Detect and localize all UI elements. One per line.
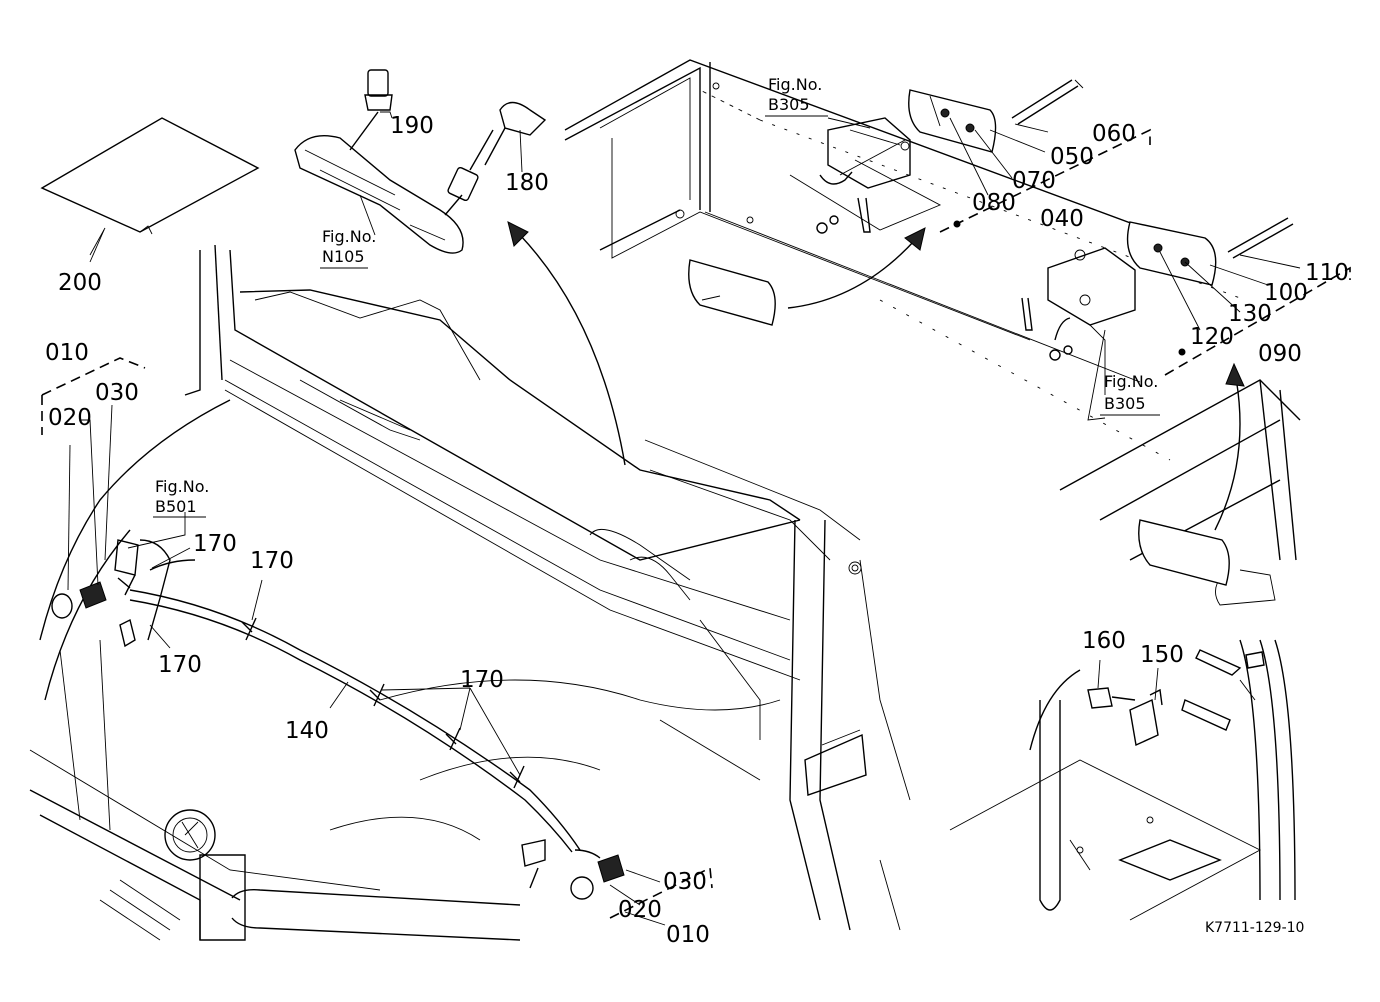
part-label-180: 180	[505, 170, 549, 196]
rear-lamp-right	[1138, 519, 1230, 586]
part-label-020-left: 020	[48, 405, 92, 431]
part-label-160: 160	[1082, 628, 1126, 654]
group-brackets	[41, 128, 1351, 919]
part-label-170-c: 170	[158, 652, 202, 678]
part-number-labels: 190 180 200 010 030 020 170 170 170 170 …	[45, 113, 1349, 948]
figure-ref-b501: Fig.No. B501	[153, 477, 209, 518]
part-label-030-left: 030	[95, 380, 139, 406]
part-label-200: 200	[58, 270, 102, 296]
part-label-010-left: 010	[45, 340, 89, 366]
part-label-170-b: 170	[250, 548, 294, 574]
figure-ref-b305-lower-number: B305	[1104, 394, 1146, 413]
wire-harness-140	[51, 539, 625, 900]
figure-ref-b305-upper-caption: Fig.No.	[768, 75, 822, 94]
part-label-100: 100	[1264, 280, 1308, 306]
part-label-030-right: 030	[663, 869, 707, 895]
figure-ref-n105-number: N105	[322, 247, 365, 266]
part-label-060: 060	[1092, 121, 1136, 147]
part-label-050: 050	[1050, 144, 1094, 170]
part-label-040: 040	[1040, 206, 1084, 232]
figure-ref-n105-caption: Fig.No.	[322, 227, 376, 246]
cab-frame	[29, 59, 1301, 941]
dome-light-assembly	[294, 69, 547, 254]
part-label-140: 140	[285, 718, 329, 744]
figure-ref-b501-number: B501	[155, 497, 197, 516]
part-label-080: 080	[972, 190, 1016, 216]
rear-light-assembly-040	[789, 79, 1084, 234]
part-label-170-a: 170	[193, 531, 237, 557]
part-label-130: 130	[1228, 301, 1272, 327]
figure-ref-b305-lower-caption: Fig.No.	[1104, 372, 1158, 391]
figure-ref-b305-upper: Fig.No. B305	[765, 75, 828, 117]
part-label-070: 070	[1012, 168, 1056, 194]
part-label-190: 190	[390, 113, 434, 139]
rear-light-assembly-090	[1021, 217, 1294, 361]
part-label-110: 110	[1305, 260, 1349, 286]
part-label-020-right: 020	[618, 897, 662, 923]
interior-lamp-160	[1087, 649, 1265, 747]
assembly-arrows	[507, 221, 1245, 531]
part-label-010-right: 010	[666, 922, 710, 948]
drawing-code: K7711-129-10	[1205, 920, 1304, 936]
figure-ref-b305-lower: Fig.No. B305	[1100, 372, 1160, 416]
part-label-120: 120	[1190, 324, 1234, 350]
harness-clip-170	[117, 574, 525, 789]
part-label-150: 150	[1140, 642, 1184, 668]
figure-ref-n105: Fig.No. N105	[320, 227, 376, 269]
rear-lamp-left	[688, 259, 776, 326]
part-label-170-d: 170	[460, 667, 504, 693]
part-label-090: 090	[1258, 341, 1302, 367]
leader-lines	[67, 111, 1301, 926]
manual-sheet-200	[40, 117, 260, 263]
figure-ref-b501-caption: Fig.No.	[155, 477, 209, 496]
figure-ref-b305-upper-number: B305	[768, 95, 810, 114]
